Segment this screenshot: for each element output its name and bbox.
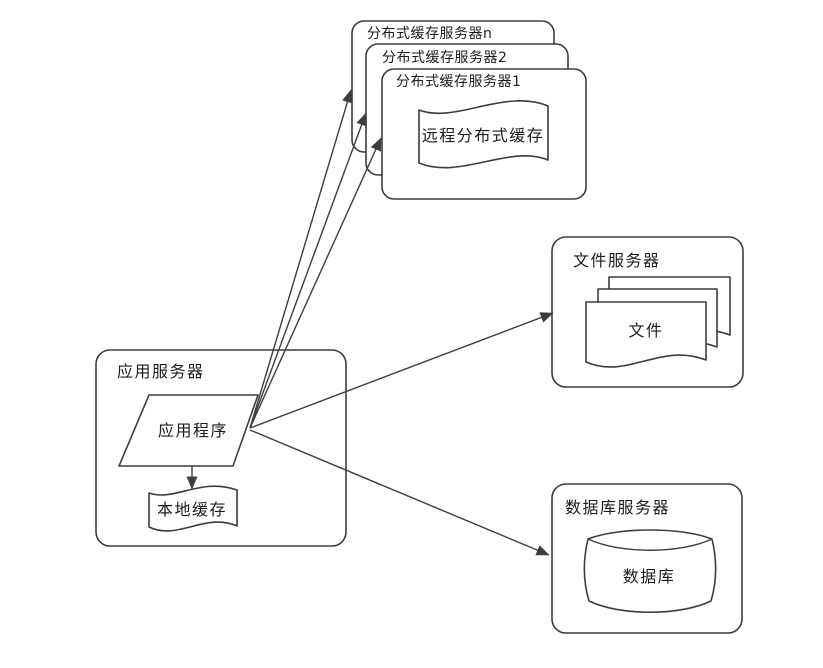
files-label: 文件 [628, 321, 663, 340]
cache-server-2-label: 分布式缓存服务器2 [382, 50, 507, 66]
db-server-label: 数据库服务器 [565, 498, 670, 517]
cache-server-1-label: 分布式缓存服务器1 [396, 74, 521, 90]
application-label: 应用程序 [158, 421, 228, 440]
node-file-server: 文件服务器 文件 [551, 236, 744, 388]
node-app-server: 应用服务器 应用程序 本地缓存 [95, 349, 347, 547]
file-server-label: 文件服务器 [573, 251, 661, 270]
edge-app-to-cache-n [249, 89, 353, 429]
application-parallelogram [118, 394, 259, 467]
app-server-label: 应用服务器 [117, 362, 205, 381]
local-cache-shape [148, 485, 238, 532]
remote-cache-label: 远程分布式缓存 [422, 126, 545, 145]
node-db-server: 数据库服务器 数据库 [551, 483, 743, 634]
edge-app-to-file-server [249, 312, 554, 429]
database-cylinder-shape [583, 529, 717, 614]
edge-app-to-db-server [249, 429, 550, 556]
cache-server-n-label: 分布式缓存服务器n [367, 26, 492, 42]
node-cache-server-stack: 分布式缓存服务器n 分布式缓存服务器2 分布式缓存服务器1 远程分布式缓存 [351, 20, 587, 200]
local-cache-label: 本地缓存 [157, 500, 227, 519]
database-cylinder-rim [587, 538, 713, 551]
document-front-shape [585, 301, 707, 368]
database-label: 数据库 [623, 567, 676, 586]
edge-app-to-cache-2 [249, 112, 367, 429]
edges [186, 89, 554, 556]
remote-cache-shape [418, 100, 549, 169]
edge-app-to-cache-1 [249, 137, 382, 429]
